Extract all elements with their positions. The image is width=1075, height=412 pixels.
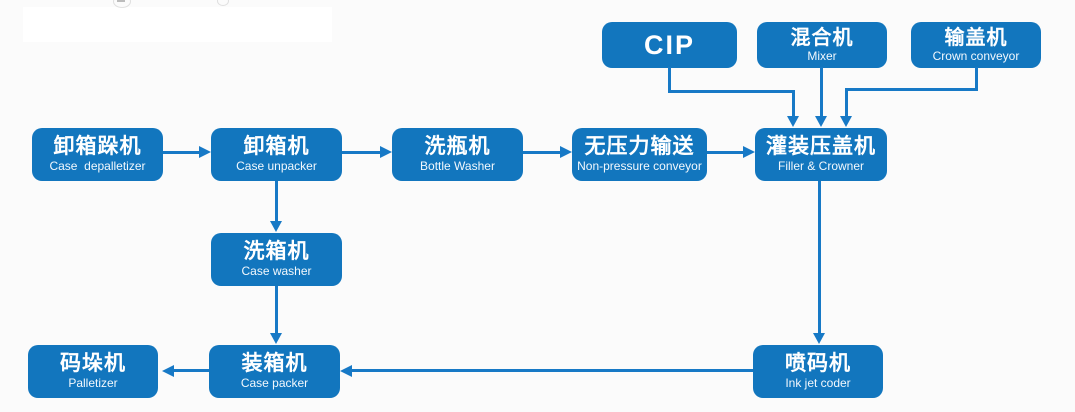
watermark-remnant-icon xyxy=(217,0,229,6)
arrow-cip-to-filler xyxy=(792,90,795,117)
arrow-crown-conveyor-to-filler xyxy=(845,88,848,116)
node-bottle-washer: 洗瓶机 Bottle Washer xyxy=(392,128,523,181)
arrowhead-down-icon xyxy=(270,333,282,344)
node-label-en: Case unpacker xyxy=(236,159,317,173)
node-label-zh: 洗瓶机 xyxy=(424,135,491,158)
arrowhead-down-icon xyxy=(787,116,799,127)
node-label-zh: 输盖机 xyxy=(944,27,1008,49)
arrow-filler-to-ink-jet-coder xyxy=(818,181,821,334)
arrow-bottle-washer-to-conveyor xyxy=(523,151,560,154)
node-label-en: Filler & Crowner xyxy=(777,159,864,173)
arrow-mixer-to-filler xyxy=(820,67,823,116)
node-label-en: Mixer xyxy=(807,49,837,63)
node-crown-conveyor: 输盖机 Crown conveyor xyxy=(911,22,1041,68)
white-patch-overlay xyxy=(23,7,332,42)
node-label-en: Case washer xyxy=(241,264,312,278)
node-label-en: Crown conveyor xyxy=(932,49,1020,63)
node-case-unpacker: 卸箱机 Case unpacker xyxy=(211,128,342,181)
arrow-conveyor-to-filler xyxy=(707,151,743,154)
node-label-zh: 码垛机 xyxy=(60,352,126,375)
node-label-zh: 混合机 xyxy=(790,27,854,49)
arrowhead-right-icon xyxy=(199,146,211,158)
node-mixer: 混合机 Mixer xyxy=(757,22,887,68)
arrow-case-packer-to-palletizer xyxy=(174,369,209,372)
arrowhead-down-icon xyxy=(270,221,282,232)
node-non-pressure-conveyor: 无压力输送 Non-pressure conveyor xyxy=(572,128,707,181)
node-label-en: Bottle Washer xyxy=(420,159,495,173)
node-label-zh: 卸箱机 xyxy=(243,135,310,158)
node-label-zh: 无压力输送 xyxy=(584,135,695,158)
node-label-zh: 喷码机 xyxy=(785,352,851,375)
arrowhead-left-icon xyxy=(162,365,174,377)
arrow-crown-conveyor-to-filler xyxy=(975,67,978,91)
arrow-ink-jet-coder-to-case-packer xyxy=(352,369,753,372)
node-label-en: Palletizer xyxy=(68,376,118,390)
arrow-crown-conveyor-to-filler xyxy=(845,88,978,91)
node-case-packer: 装箱机 Case packer xyxy=(209,345,340,398)
node-filler-crowner: 灌装压盖机 Filler & Crowner xyxy=(755,128,887,181)
arrow-depalletizer-to-unpacker xyxy=(163,151,200,154)
arrowhead-left-icon xyxy=(340,365,352,377)
node-label-en: Case packer xyxy=(240,376,309,390)
node-cip: CIP xyxy=(602,22,737,68)
node-label-en: Non-pressure conveyor xyxy=(577,159,702,173)
node-label-en: Ink jet coder xyxy=(785,376,851,390)
arrowhead-right-icon xyxy=(380,146,392,158)
arrowhead-down-icon xyxy=(815,116,827,127)
arrow-unpacker-to-bottle-washer xyxy=(342,151,380,154)
node-label-en: Case depalletizer xyxy=(49,159,146,173)
node-palletizer: 码垛机 Palletizer xyxy=(28,345,158,398)
node-label-zh: 卸箱跺机 xyxy=(53,135,142,158)
arrow-cip-to-filler xyxy=(668,67,671,93)
node-label-zh: 灌装压盖机 xyxy=(766,135,876,158)
arrowhead-down-icon xyxy=(840,116,852,127)
node-case-washer: 洗箱机 Case washer xyxy=(211,233,342,286)
arrow-case-washer-to-case-packer xyxy=(275,286,278,334)
node-label-zh: 装箱机 xyxy=(241,352,308,375)
arrowhead-right-icon xyxy=(743,146,755,158)
arrowhead-right-icon xyxy=(560,146,572,158)
arrow-cip-to-filler xyxy=(668,90,795,93)
arrow-unpacker-to-case-washer xyxy=(275,181,278,222)
node-label-zh: 洗箱机 xyxy=(243,240,310,263)
node-ink-jet-coder: 喷码机 Ink jet coder xyxy=(753,345,883,398)
arrowhead-down-icon xyxy=(813,333,825,344)
node-label: CIP xyxy=(643,30,695,60)
node-case-depalletizer: 卸箱跺机 Case depalletizer xyxy=(32,128,163,181)
